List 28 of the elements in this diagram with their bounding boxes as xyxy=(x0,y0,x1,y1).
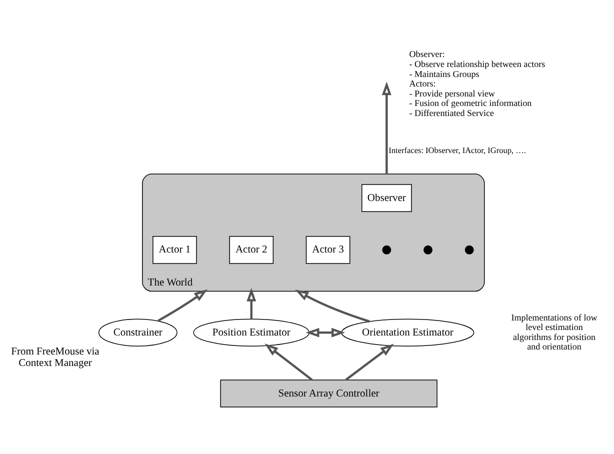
label: - Maintains Groups xyxy=(409,68,480,79)
arrow xyxy=(306,328,346,338)
arrow xyxy=(246,288,256,319)
arrow xyxy=(295,290,370,323)
node-circle xyxy=(382,245,392,254)
arrow xyxy=(158,289,208,322)
node-circle xyxy=(424,245,432,254)
arrow xyxy=(382,82,392,174)
node-circle xyxy=(464,245,474,254)
node-box: Observer xyxy=(361,184,412,212)
node-box: Actor 1 xyxy=(152,236,197,264)
label: - Observe relationship between actors xyxy=(409,58,546,69)
node-ellipse: Position Estimator xyxy=(193,318,310,346)
label: Implementations of low level estimation algorithms for position and orientation xyxy=(511,312,598,352)
label: - Fusion of geometric information xyxy=(409,98,532,108)
node-ellipse: Constrainer xyxy=(98,318,178,346)
label: - Provide personal view xyxy=(409,88,495,98)
node-label: From FreeMouse via Context Manager xyxy=(11,346,100,369)
label: Actors: xyxy=(409,78,436,89)
node-box: Sensor Array Controller xyxy=(220,380,438,408)
arrow xyxy=(264,344,313,381)
edge-label: Interfaces: IObserver, IActor, IGroup, …. xyxy=(388,146,526,155)
label: Observer: xyxy=(409,49,445,60)
arrow xyxy=(345,344,394,381)
node-box: Actor 2 xyxy=(229,236,274,264)
node-box: Actor 3 xyxy=(306,236,350,264)
node-ellipse: Orientation Estimator xyxy=(341,318,474,346)
label: - Differentiated Service xyxy=(409,108,494,118)
